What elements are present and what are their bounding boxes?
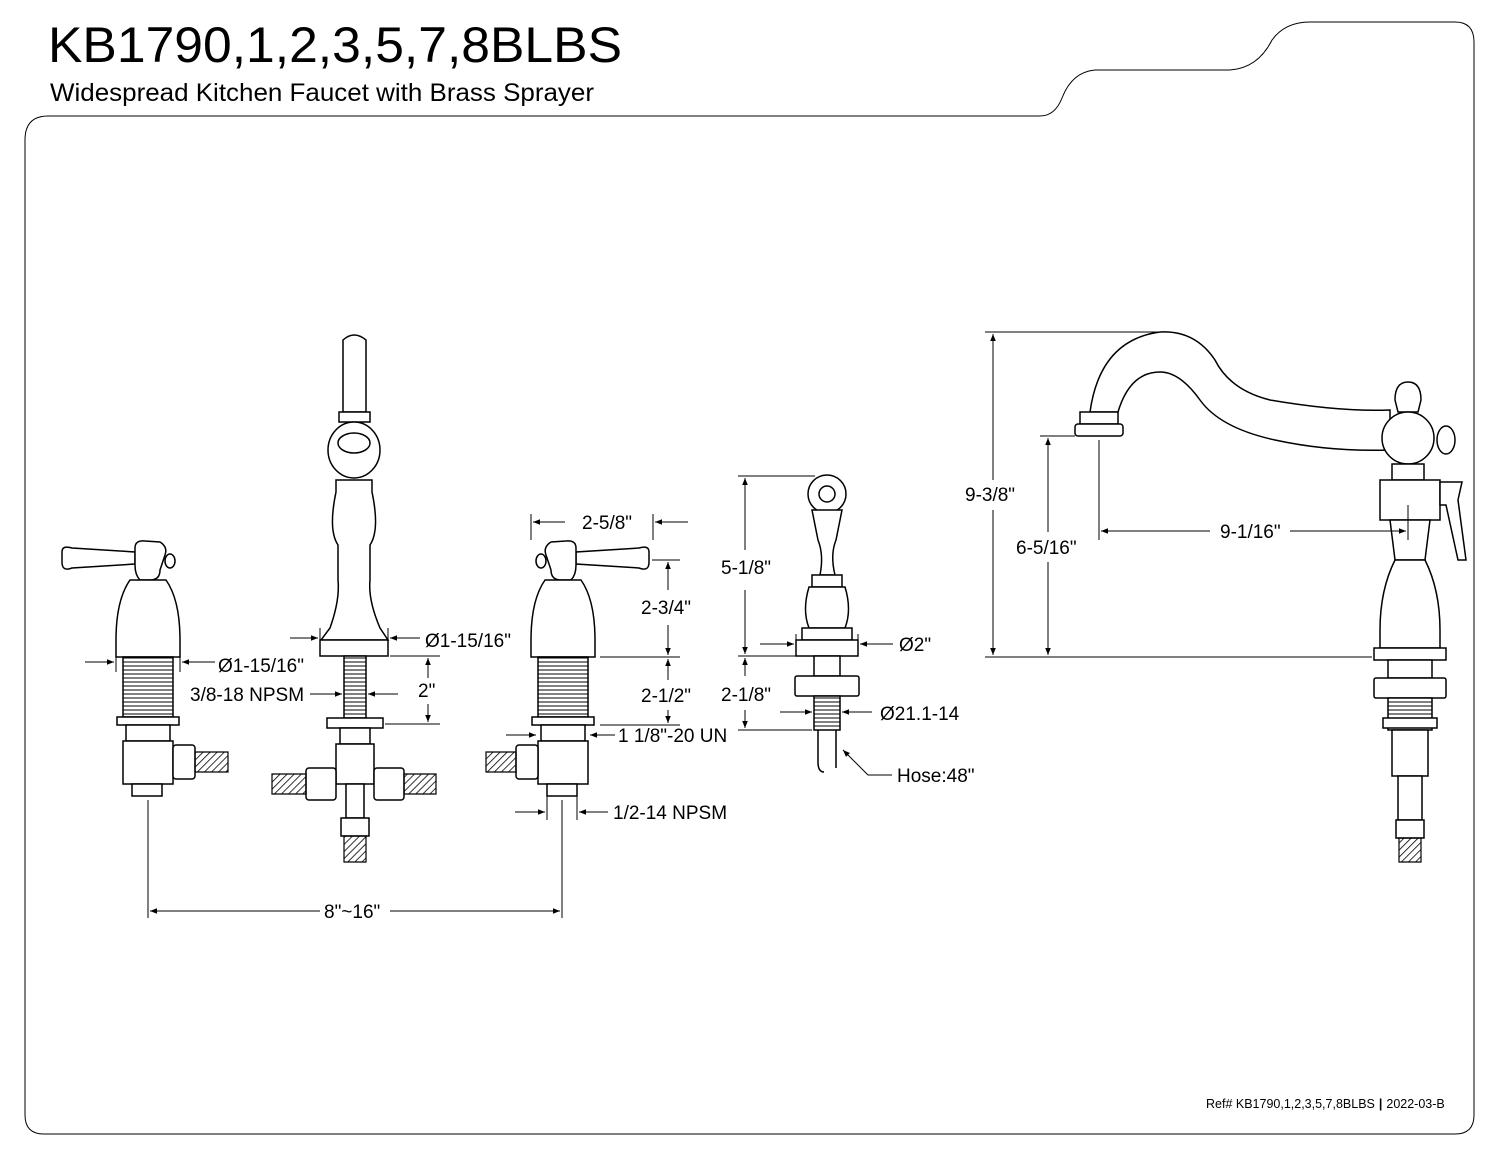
dim-spout-base-dia: Ø1-15/16" [425, 631, 511, 652]
dim-sprayer-shank: 2-1/8" [721, 685, 771, 706]
dim-outlet-thread: 1/2-14 NPSM [613, 803, 727, 824]
drawing-frame [24, 21, 1475, 1135]
dim-handle-height: 2-3/4" [641, 598, 691, 619]
page-title: KB1790,1,2,3,5,7,8BLBS [48, 17, 622, 73]
dim-spout-shank: 2" [418, 681, 435, 702]
dim-sprayer-thread: Ø21.1-14 [880, 704, 960, 725]
dim-spout-reach: 9-1/16" [1220, 522, 1281, 543]
dim-overall-height: 9-3/8" [965, 485, 1015, 506]
dim-left-handle-dia: Ø1-15/16" [218, 656, 304, 677]
dim-sprayer-base-dia: Ø2" [899, 635, 931, 656]
dim-handle-width: 2-5/8" [582, 513, 632, 534]
page-subtitle: Widespread Kitchen Faucet with Brass Spr… [50, 79, 594, 107]
reference-number: Ref# KB1790,1,2,3,5,7,8BLBS|2022-03-B [1206, 1097, 1445, 1111]
side-sprayer [794, 474, 860, 773]
right-handle-valve [485, 540, 650, 797]
dim-supply-thread: 3/8-18 NPSM [190, 685, 304, 706]
dim-center-spread: 8"~16" [324, 902, 380, 923]
dim-valve-shank: 2-1/2" [641, 686, 691, 707]
dim-sprayer-height: 5-1/8" [721, 558, 771, 579]
left-handle-valve [61, 540, 229, 797]
dim-hose-length: Hose:48" [897, 766, 975, 787]
dim-spout-clearance: 6-5/16" [1016, 538, 1077, 559]
dim-valve-thread: 1 1/8"-20 UN [618, 726, 727, 747]
spout-front-view [271, 334, 437, 863]
dimension-lines [85, 331, 1409, 918]
faucet-side-view [1074, 331, 1467, 863]
